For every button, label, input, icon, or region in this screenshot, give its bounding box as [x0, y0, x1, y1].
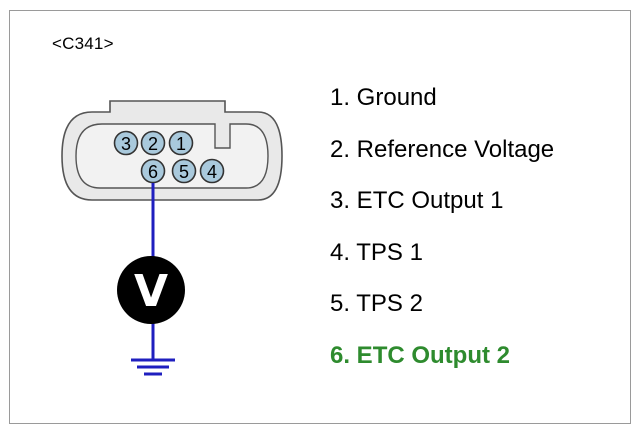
pin-description-2: 2. Reference Voltage — [330, 135, 555, 163]
pin-description-list: 1. Ground 2. Reference Voltage 3. ETC Ou… — [330, 78, 554, 387]
pin-1: 1 — [168, 130, 194, 156]
pin-2: 2 — [140, 130, 166, 156]
connector-cavity — [75, 123, 269, 189]
svg-text:V: V — [134, 266, 168, 317]
pin-3: 3 — [113, 130, 139, 156]
diagram-frame — [9, 10, 631, 424]
pin-description-6-highlighted: 6. ETC Output 2 — [330, 341, 510, 369]
svg-text:2: 2 — [148, 134, 158, 154]
svg-text:5: 5 — [179, 162, 189, 182]
pin-6: 6 — [140, 158, 166, 184]
svg-text:3: 3 — [121, 134, 131, 154]
pin-description-1: 1. Ground — [330, 84, 437, 111]
ground-symbol-icon — [131, 358, 175, 376]
pin-5: 5 — [171, 158, 197, 184]
pin-4: 4 — [199, 158, 225, 184]
svg-text:1: 1 — [176, 134, 186, 154]
pin-description-3: 3. ETC Output 1 — [330, 187, 504, 214]
connector-id-label: <C341> — [52, 34, 114, 53]
pin-description-5: 5. TPS 2 — [330, 290, 423, 317]
svg-text:4: 4 — [207, 162, 217, 182]
svg-text:6: 6 — [148, 162, 158, 182]
voltmeter-icon: V — [117, 256, 185, 324]
pin-description-4: 4. TPS 1 — [330, 238, 423, 266]
